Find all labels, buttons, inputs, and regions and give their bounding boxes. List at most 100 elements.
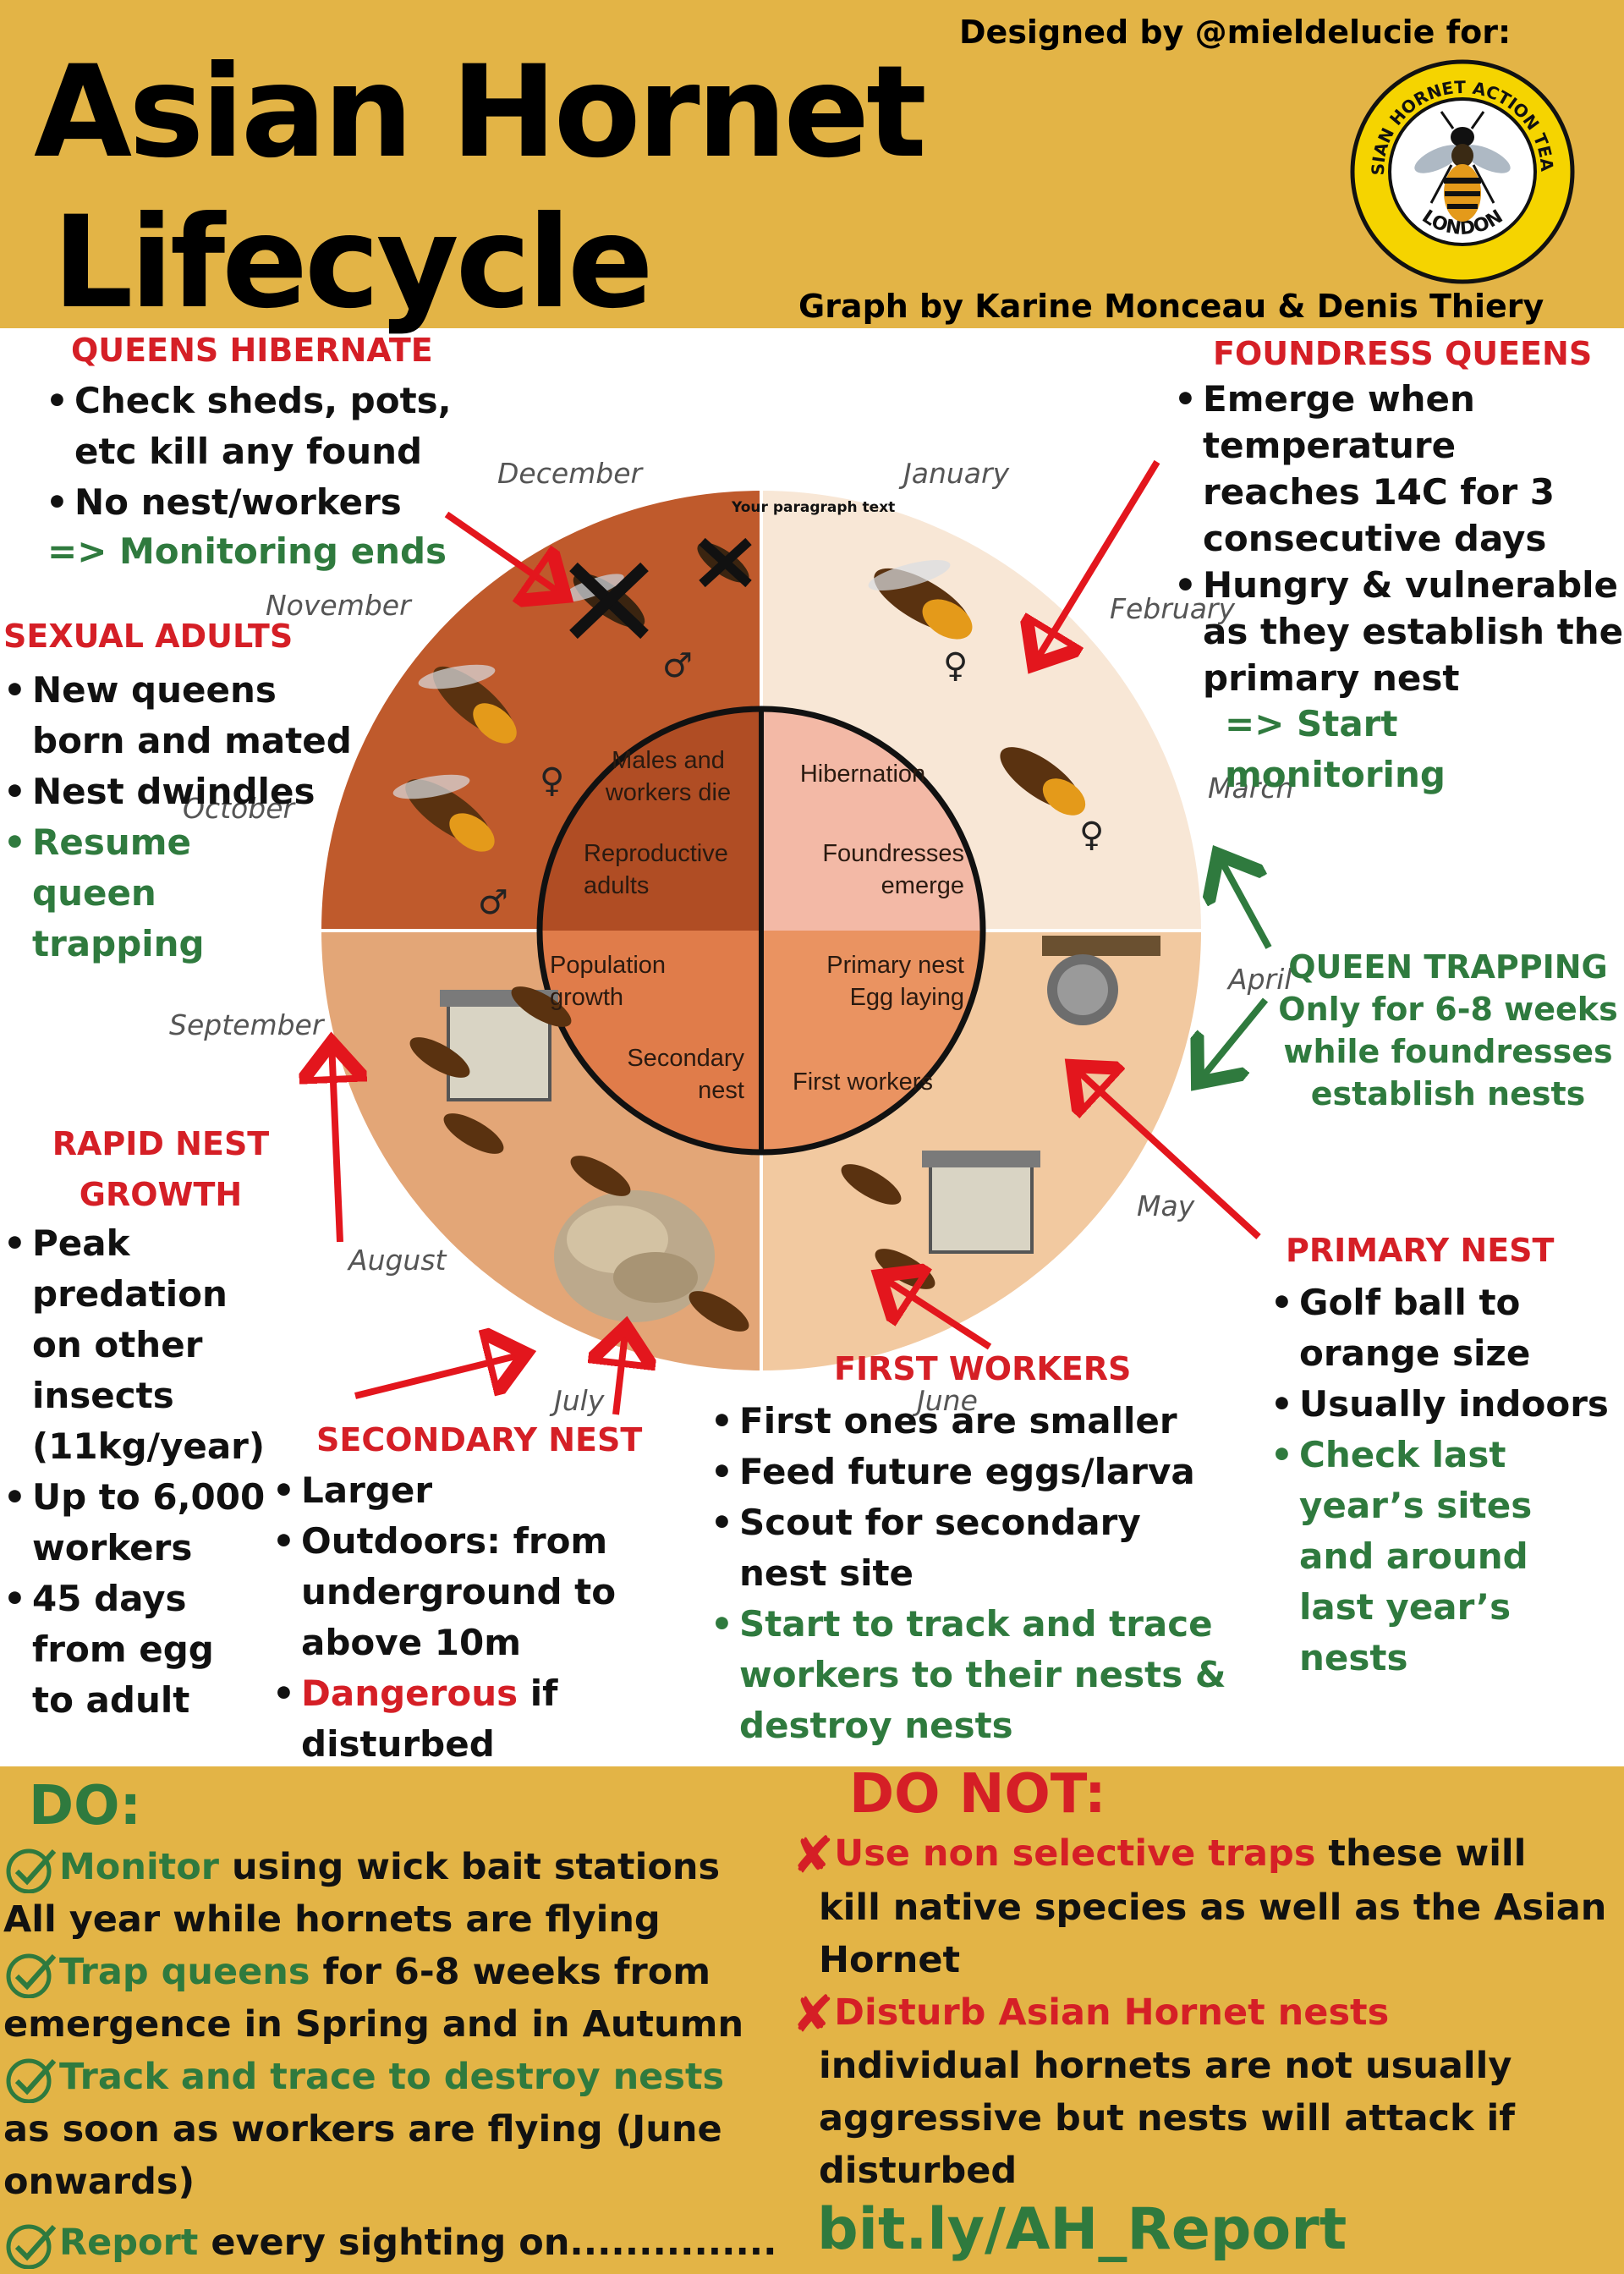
rapid-growth-heading: RAPID NEST GROWTH — [51, 1118, 271, 1220]
queen-trapping-block: QUEEN TRAPPING Only for 6-8 weeks while … — [1272, 946, 1624, 1115]
danger-word: Dangerous — [301, 1673, 518, 1714]
do-text: using wick bait stations — [219, 1846, 721, 1888]
queen-trapping-heading: QUEEN TRAPPING — [1288, 948, 1608, 986]
arrow-icon — [1198, 997, 1269, 1083]
queens-hibernate-note: => Monitoring ends — [47, 530, 447, 572]
hornet-icon — [697, 537, 752, 588]
dont-heading: DO NOT: — [849, 1763, 1106, 1826]
queens-hibernate-list: Check sheds, pots, etc kill any found No… — [46, 376, 469, 528]
list-item: Outdoors: from underground to above 10m — [272, 1516, 656, 1668]
do-list: Monitor using wick bait stations All yea… — [3, 1841, 798, 2269]
do-item-cont: onwards) — [3, 2161, 195, 2203]
inner-label: Primary nest Egg laying — [826, 952, 964, 1011]
arrow-icon — [354, 1354, 526, 1399]
list-item: New queens born and mated — [3, 665, 376, 766]
svg-text:♀: ♀ — [1079, 816, 1104, 854]
svg-text:♀: ♀ — [943, 646, 968, 685]
do-item-cont: All year while hornets are flying — [3, 1898, 661, 1941]
svg-text:♂: ♂ — [478, 883, 508, 922]
list-item: Golf ball to orange size — [1270, 1277, 1553, 1379]
action-team-logo: ASIAN HORNET ACTION TEAM LONDON — [1341, 43, 1575, 284]
first-workers-list: First ones are smaller Feed future eggs/… — [710, 1396, 1286, 1751]
page-title-line1: Asian Hornet — [34, 39, 927, 186]
arrow-icon — [332, 1042, 340, 1243]
cross-icon: ✘ — [792, 1826, 835, 1886]
hornet-icon — [868, 559, 973, 640]
do-item: Report every sighting on............... — [3, 2216, 798, 2269]
list-item: 45 days from egg to adult — [3, 1574, 252, 1726]
month-label: May — [1137, 1189, 1195, 1222]
month-label: April — [1228, 963, 1292, 996]
do-item: Trap queens for 6-8 weeks from — [3, 1946, 798, 1998]
primary-nest-icon — [1042, 936, 1160, 1025]
arrows-layer — [0, 459, 1272, 1415]
foundress-queens-note: => Start monitoring — [1225, 703, 1446, 795]
inner-label: Males and workers die — [605, 747, 732, 806]
check-icon — [6, 2058, 57, 2103]
secondary-nest-list: Larger Outdoors: from underground to abo… — [272, 1465, 661, 1770]
check-icon — [6, 2224, 57, 2269]
heading-line: GROWTH — [79, 1176, 243, 1213]
month-label: November — [266, 589, 411, 622]
inner-label: Secondary nest — [627, 1045, 744, 1104]
arrow-icon — [1073, 1066, 1261, 1239]
month-label: December — [497, 457, 643, 490]
do-item-cont: emergence in Spring and in Autumn — [3, 2003, 744, 2046]
check-icon — [6, 1848, 57, 1893]
do-heading: DO: — [29, 1775, 142, 1837]
list-item: Check sheds, pots, etc kill any found — [46, 376, 469, 477]
heading-line: RAPID NEST — [52, 1125, 270, 1162]
placeholder-text: Your paragraph text — [732, 499, 896, 516]
page-title-line2: Lifecycle — [52, 190, 654, 337]
dont-item-cont: aggressive but nests will attack if — [819, 2097, 1516, 2139]
svg-text:♀: ♀ — [540, 761, 564, 800]
dont-item-cont: disturbed — [819, 2150, 1018, 2192]
beehive-icon — [922, 1151, 1040, 1254]
arrow-icon — [1218, 854, 1272, 949]
month-label: August — [348, 1244, 447, 1277]
hornet-icon — [418, 664, 517, 744]
primary-nest-list: Golf ball to orange size Usually indoors… — [1270, 1277, 1624, 1684]
arrow-icon — [880, 1276, 992, 1350]
list-item: Check last year’s sites and around last … — [1270, 1430, 1570, 1684]
list-item: Peak predation on other insects (11kg/ye… — [3, 1218, 283, 1472]
month-label: July — [554, 1384, 605, 1417]
footer-banner — [0, 1766, 1624, 2274]
primary-nest-heading: PRIMARY NEST — [1286, 1232, 1555, 1269]
first-workers-heading: FIRST WORKERS — [834, 1350, 1132, 1387]
list-item: Dangerous if disturbed — [272, 1668, 639, 1770]
sexual-adults-list: New queens born and mated Nest dwindles … — [3, 665, 376, 969]
hornet-logo-icon — [1414, 111, 1511, 222]
hornet-icon — [392, 774, 495, 852]
do-keyword: Monitor — [59, 1846, 219, 1888]
list-item: No nest/workers — [46, 477, 469, 528]
do-item: Monitor using wick bait stations — [3, 1841, 798, 1893]
dont-item-cont: Hornet — [819, 1938, 961, 1981]
list-item: Emerge when temperature reaches 14C for … — [1174, 376, 1624, 562]
svg-text:♂: ♂ — [662, 646, 693, 685]
sexual-adults-heading: SEXUAL ADULTS — [3, 618, 294, 655]
month-label: January — [903, 457, 1010, 490]
do-keyword: Trap queens — [59, 1951, 310, 1993]
inner-label: Population growth — [550, 952, 667, 1011]
dont-text: these will — [1315, 1832, 1527, 1875]
month-label: March — [1208, 772, 1294, 805]
foundress-queens-list: Emerge when temperature reaches 14C for … — [1174, 376, 1624, 701]
check-icon — [6, 1953, 57, 1998]
do-text: for 6-8 weeks from — [310, 1951, 711, 1993]
dont-keyword: Use non selective traps — [834, 1832, 1316, 1875]
list-item: Usually indoors — [1270, 1379, 1624, 1430]
arrow-icon — [1034, 459, 1160, 665]
list-item: Larger — [272, 1465, 661, 1516]
dont-list: ✘Use non selective traps these will kill… — [792, 1827, 1624, 2197]
report-link[interactable]: bit.ly/AH_Report — [817, 2196, 1347, 2263]
queen-trapping-text: Only for 6-8 weeks while foundresses est… — [1278, 991, 1618, 1112]
do-item-cont: as soon as workers are flying (June — [3, 2108, 722, 2150]
list-item: Up to 6,000 workers — [3, 1472, 283, 1574]
secondary-nest-icon — [554, 1190, 715, 1322]
do-keyword: Track and trace to destroy nests — [59, 2056, 725, 2098]
dont-item: ✘Use non selective traps these will — [792, 1827, 1624, 1881]
dont-item: ✘Disturb Asian Hornet nests — [792, 1986, 1624, 2040]
list-item: Hungry & vulnerable as they establish th… — [1174, 562, 1624, 701]
arrow-icon — [616, 1326, 626, 1415]
